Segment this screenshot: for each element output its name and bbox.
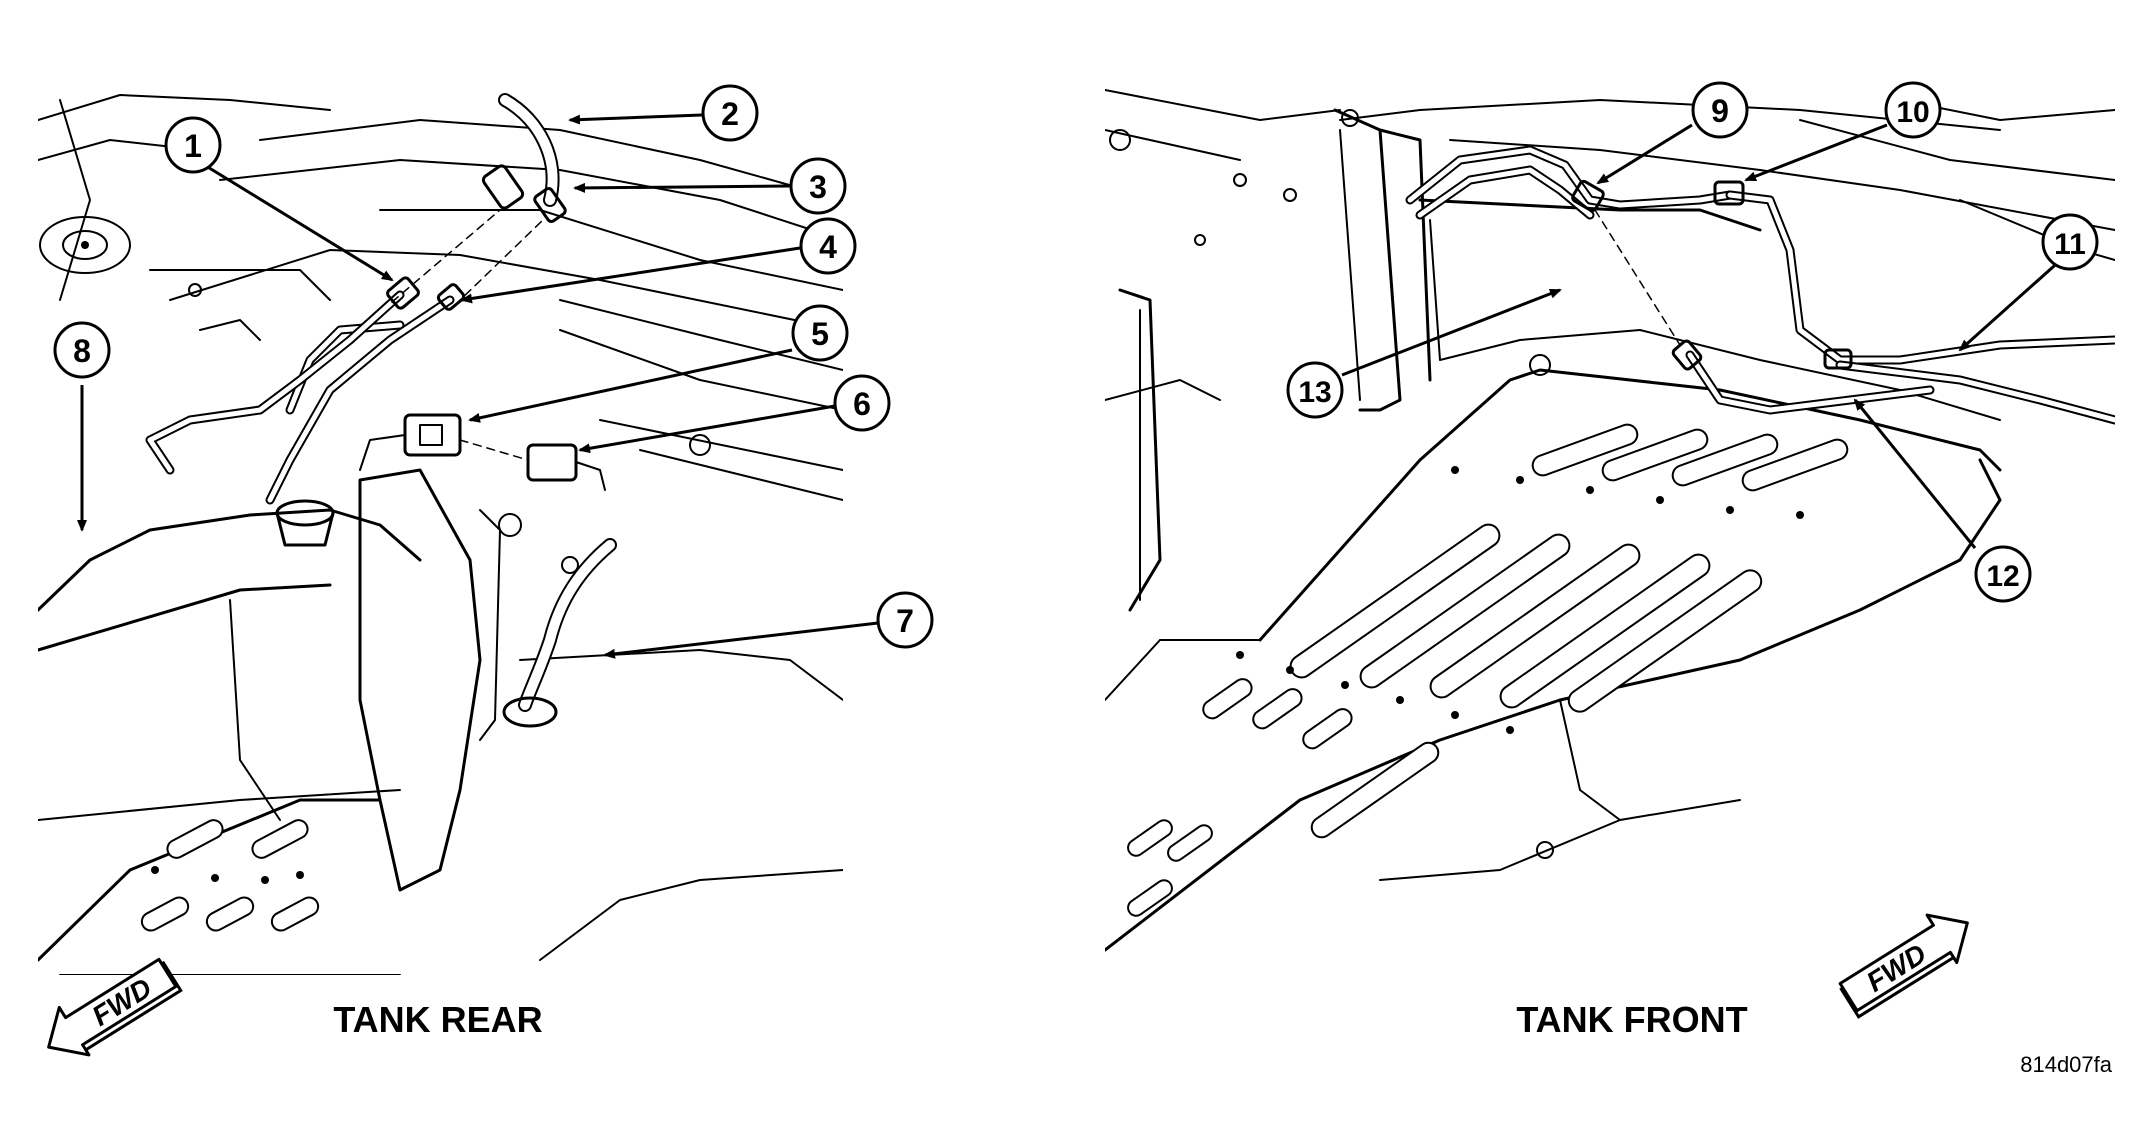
callout-12-label: 12: [1986, 560, 2019, 593]
callout-5: 5: [791, 304, 849, 362]
caption-tank-rear: TANK REAR: [333, 999, 542, 1040]
callout-8: 8: [53, 321, 111, 379]
figure-id: 814d07fa: [2020, 1052, 2113, 1077]
callout-6: 6: [833, 374, 891, 432]
callout-6-label: 6: [853, 386, 871, 422]
fwd-arrow-left: FWD: [47, 957, 183, 1057]
fwd-arrow-right: FWD: [1838, 913, 1969, 1019]
callout-11-label: 11: [2054, 228, 2086, 261]
callout-leaders: [77, 113, 2064, 659]
callout-4-label: 4: [819, 229, 837, 265]
tank-front-illustration: [1105, 89, 2115, 952]
callout-5-label: 5: [811, 316, 829, 352]
tank-rear-illustration: [38, 93, 843, 975]
callout-1-label: 1: [184, 128, 202, 164]
callout-3-label: 3: [809, 169, 827, 205]
callout-1: 1: [164, 116, 222, 174]
callout-8-label: 8: [73, 333, 91, 369]
callout-13-label: 13: [1298, 376, 1331, 409]
callout-9: 9: [1691, 81, 1749, 139]
callout-10-label: 10: [1896, 96, 1929, 129]
callout-9-label: 9: [1711, 93, 1729, 129]
callout-7: 7: [876, 591, 934, 649]
callout-13: 13: [1286, 361, 1344, 419]
callout-12: 12: [1974, 545, 2032, 603]
callout-7-label: 7: [896, 603, 914, 639]
callout-4: 4: [799, 217, 857, 275]
callout-10: 10: [1884, 81, 1942, 139]
callout-2: 2: [701, 84, 759, 142]
callout-2-label: 2: [721, 96, 739, 132]
callout-11: 11: [2041, 213, 2099, 271]
callout-3: 3: [789, 157, 847, 215]
caption-tank-front: TANK FRONT: [1516, 999, 1747, 1040]
